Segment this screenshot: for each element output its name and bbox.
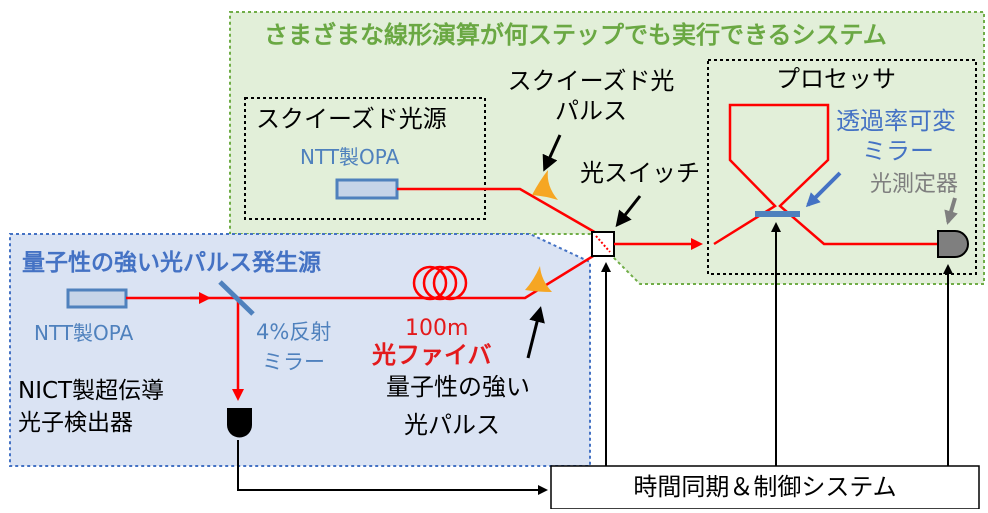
fiber-coil: [412, 265, 468, 301]
squeezed-beam: [397, 187, 599, 236]
squeezed-pulse-label-2: パルス: [555, 97, 627, 125]
quantum-source-title: 量子性の強い光パルス発生源: [22, 250, 321, 276]
detector-pointer: [944, 197, 958, 225]
processor-loop: [713, 103, 940, 246]
squeezed-pulse-pointer: [542, 134, 562, 172]
squeezed-source-title: スクイーズド光源: [256, 105, 447, 133]
squeezed-opa-label: NTT製OPA: [300, 145, 400, 169]
switch-pointer: [615, 195, 642, 228]
system-title: さまざまな線形演算が何ステップでも実行できるシステム: [264, 21, 887, 49]
variable-mirror-label-1: 透過率可変: [836, 107, 956, 135]
control-system-label: 時間同期＆制御システム: [633, 473, 897, 501]
processor-box: [707, 59, 977, 275]
squeezed-pulse-glow: [532, 170, 558, 200]
quantum-source-region: [9, 233, 591, 467]
quantum-detector: [227, 408, 252, 438]
detector-to-control-line: [237, 440, 548, 495]
quantum-detector-label-1: NICT製超伝導: [18, 378, 165, 404]
squeezed-pulse-label-1: スクイーズド光: [507, 67, 675, 95]
quantum-pulse-label-1: 量子性の強い: [386, 373, 530, 401]
control-system-box: [550, 465, 980, 510]
quantum-opa-label: NTT製OPA: [34, 321, 134, 345]
optical-switch-box: [591, 231, 615, 257]
quantum-source-mirror: [218, 280, 255, 316]
squeezed-source-box: [244, 97, 486, 220]
quantum-beam: [126, 251, 599, 300]
processor-detector: [937, 230, 969, 258]
squeezed-opa-crystal: [335, 178, 399, 200]
variable-mirror-pointer: [805, 171, 842, 208]
quantum-opa-crystal: [66, 288, 128, 309]
reflect-mirror-label-2: ミラー: [262, 350, 325, 374]
fiber-label: 光ファイバ: [372, 341, 492, 369]
fiber-length-label: 100m: [405, 316, 469, 341]
quantum-pulse-pointer: [526, 306, 545, 359]
quantum-detector-label-2: 光子検出器: [18, 410, 133, 436]
optical-switch-label: 光スイッチ: [580, 159, 700, 187]
quantum-pulse-label-2: 光パルス: [404, 411, 500, 439]
optical-switch-internal: [595, 235, 611, 253]
processor-detector-label: 光測定器: [870, 172, 959, 197]
reflect-mirror-label-1: 4%反射: [256, 320, 332, 344]
quantum-pulse-glow: [525, 266, 552, 292]
processor-title: プロセッサ: [776, 65, 896, 93]
variable-mirror-label-2: ミラー: [862, 137, 934, 165]
